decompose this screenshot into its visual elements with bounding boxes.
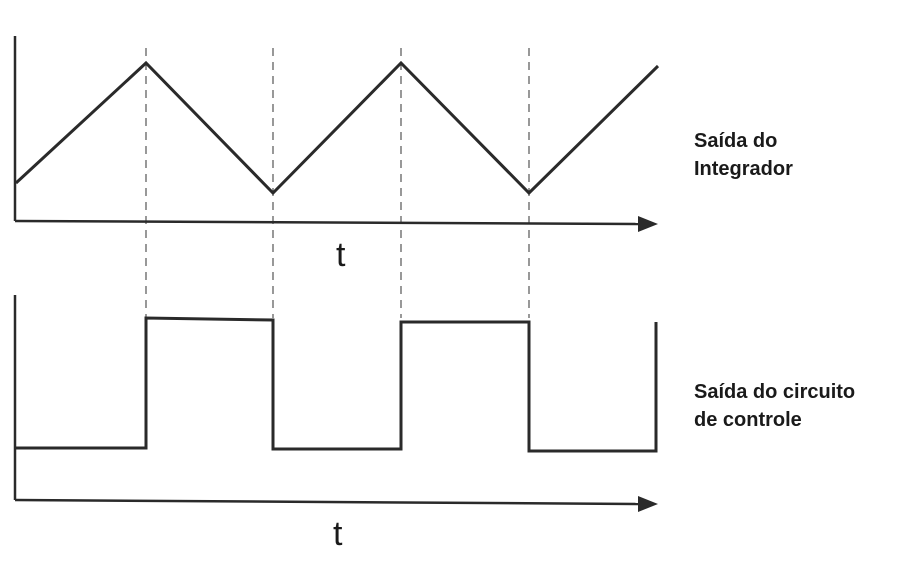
- bottom-axis-label: t: [333, 515, 343, 553]
- bottom-x-axis-arrow: [638, 496, 658, 512]
- integrator-label-line1: Saída do: [694, 130, 778, 152]
- control-square-wave: [15, 316, 658, 453]
- control-label-line2: de controle: [694, 409, 802, 431]
- integrator-triangle-wave: [14, 60, 660, 196]
- top-x-axis: [14, 219, 641, 226]
- control-label-line1: Saída do circuito: [694, 381, 856, 403]
- control-output-label: Saída do circuito de controle: [694, 378, 855, 434]
- integrator-label-line2: Integrador: [694, 158, 793, 180]
- integrator-output-label: Saída do Integrador: [694, 127, 793, 183]
- bottom-x-axis: [14, 498, 641, 506]
- top-axis-label: t: [336, 236, 346, 274]
- top-x-axis-arrow: [638, 216, 658, 232]
